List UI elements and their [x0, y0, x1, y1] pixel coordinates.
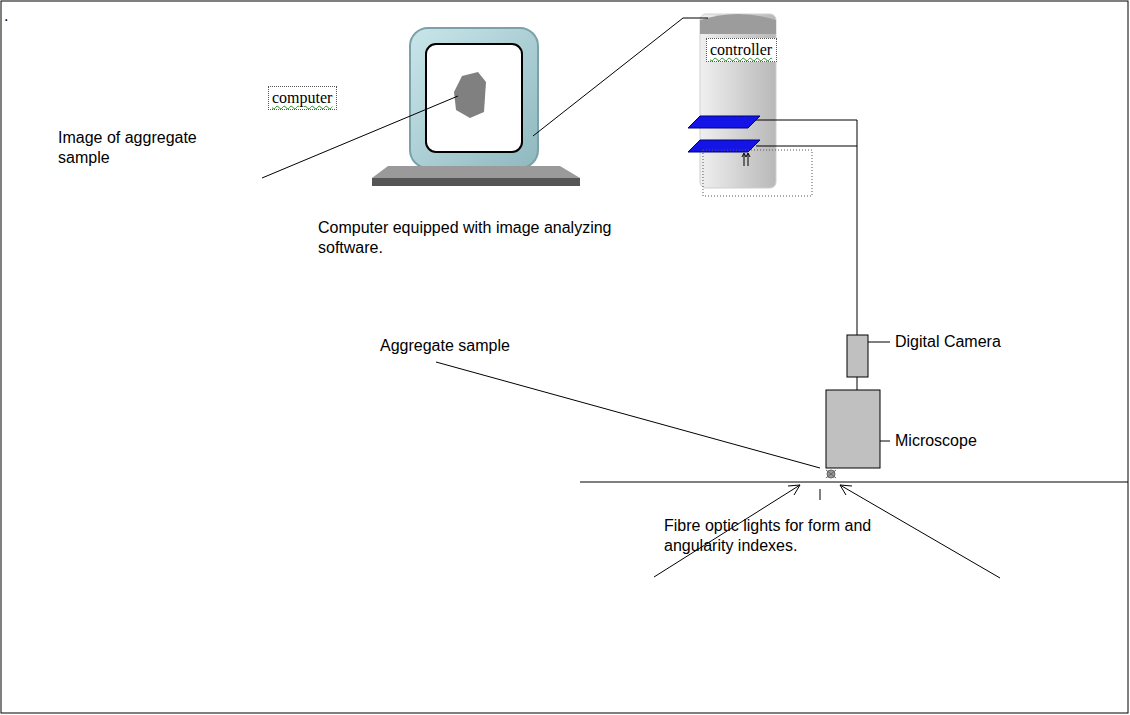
stage-line — [580, 482, 1128, 483]
light-mark — [820, 489, 821, 500]
wire — [857, 377, 858, 390]
note-label: Aggregate sample — [380, 336, 580, 356]
note-label: Microscope — [895, 431, 1095, 451]
camera — [847, 335, 868, 377]
note-label: Fibre optic lights for form and angulari… — [664, 516, 894, 556]
monitor — [372, 28, 580, 186]
blue-plate — [688, 116, 760, 128]
sample — [826, 470, 836, 478]
box-label: computer — [272, 89, 333, 107]
text-box: computer — [268, 86, 337, 110]
note-label: Computer equipped with image analyzing s… — [318, 218, 648, 258]
wire — [533, 18, 857, 335]
microscope — [826, 390, 880, 468]
aggregate-image — [454, 72, 486, 118]
controller-tower — [688, 14, 812, 196]
leader-line — [262, 96, 890, 468]
text-box: controller — [706, 38, 777, 62]
note-label: . — [4, 6, 24, 26]
note-label: Digital Camera — [895, 332, 1095, 352]
box-label: controller — [710, 41, 773, 59]
light-arrow — [654, 485, 1000, 578]
note-label: Image of aggregate sample — [58, 128, 228, 168]
